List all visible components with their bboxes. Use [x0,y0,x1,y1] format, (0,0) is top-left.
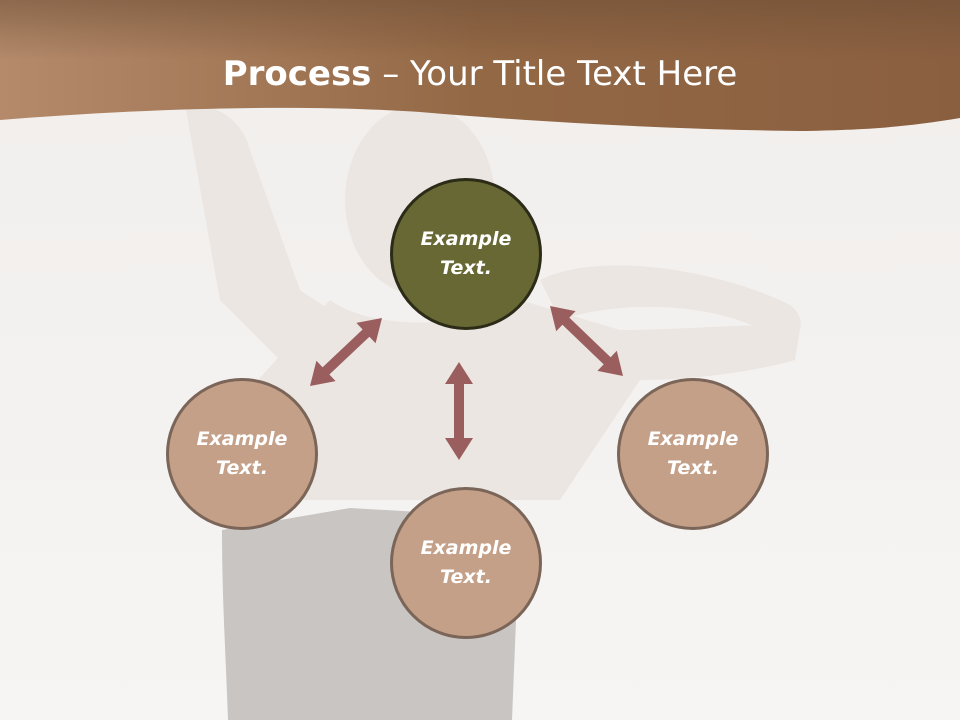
node-top-label: Example Text. [420,228,512,279]
arrow-top-right [550,306,623,376]
title-rest: – Your Title Text Here [371,54,738,94]
node-left: Example Text. [166,378,318,530]
node-right: Example Text. [617,378,769,530]
node-bottom-label: Example Text. [420,537,512,588]
node-left-label: Example Text. [196,428,288,479]
arrow-top-left [310,318,382,386]
slide-title: Process – Your Title Text Here [0,52,960,96]
node-bottom: Example Text. [390,487,542,639]
node-top: Example Text. [390,178,542,330]
title-bold: Process [222,54,372,94]
arrow-top-bottom [445,362,473,460]
node-right-label: Example Text. [647,428,739,479]
